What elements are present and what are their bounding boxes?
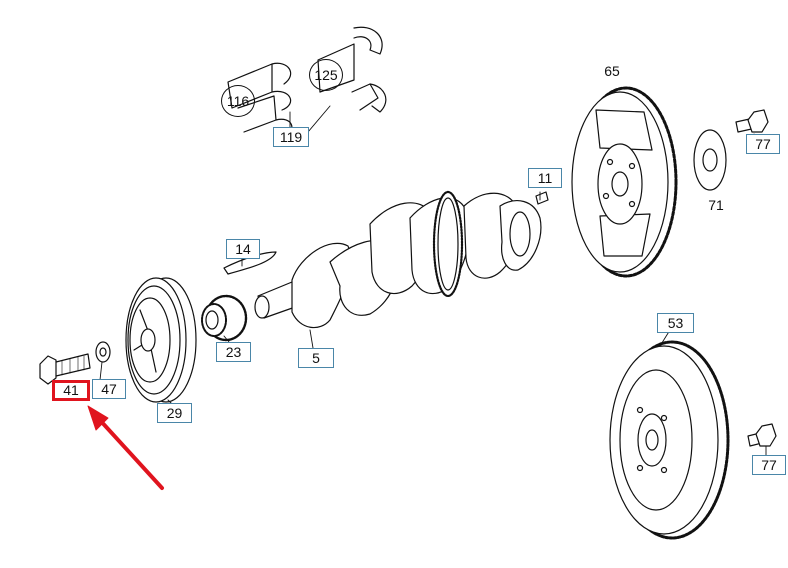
- flywheel-bolt-top-part: [735, 109, 769, 133]
- callout-47: 47: [92, 379, 126, 399]
- flywheel-bolt-bottom-part: [747, 423, 777, 447]
- callout-14: 14: [226, 239, 260, 259]
- crank-gear-part: [201, 294, 248, 342]
- callout-41-highlighted: 41: [52, 380, 90, 401]
- vibration-damper-part: [125, 277, 197, 403]
- washer-part: [95, 341, 111, 363]
- callout-65: 65: [604, 63, 620, 79]
- flywheel-part: [609, 340, 730, 540]
- callout-53: 53: [657, 313, 694, 333]
- callout-125: 125: [309, 59, 343, 91]
- callout-23: 23: [216, 342, 251, 362]
- dowel-pin-part: [535, 191, 549, 205]
- callout-77-top: 77: [746, 134, 780, 154]
- callout-29: 29: [157, 403, 192, 423]
- woodruff-key-part: [223, 251, 277, 275]
- callout-71: 71: [708, 197, 724, 213]
- callout-77-bottom: 77: [752, 455, 786, 475]
- red-pointer-arrow: [87, 405, 164, 490]
- flex-plate-part: [571, 86, 678, 278]
- callout-116: 116: [221, 85, 255, 117]
- bolt-part: [39, 353, 91, 385]
- callout-5: 5: [298, 348, 334, 368]
- callout-11: 11: [528, 168, 562, 188]
- callout-119: 119: [273, 127, 309, 147]
- crankshaft-part: [254, 190, 542, 329]
- spacer-plate-part: [693, 129, 727, 191]
